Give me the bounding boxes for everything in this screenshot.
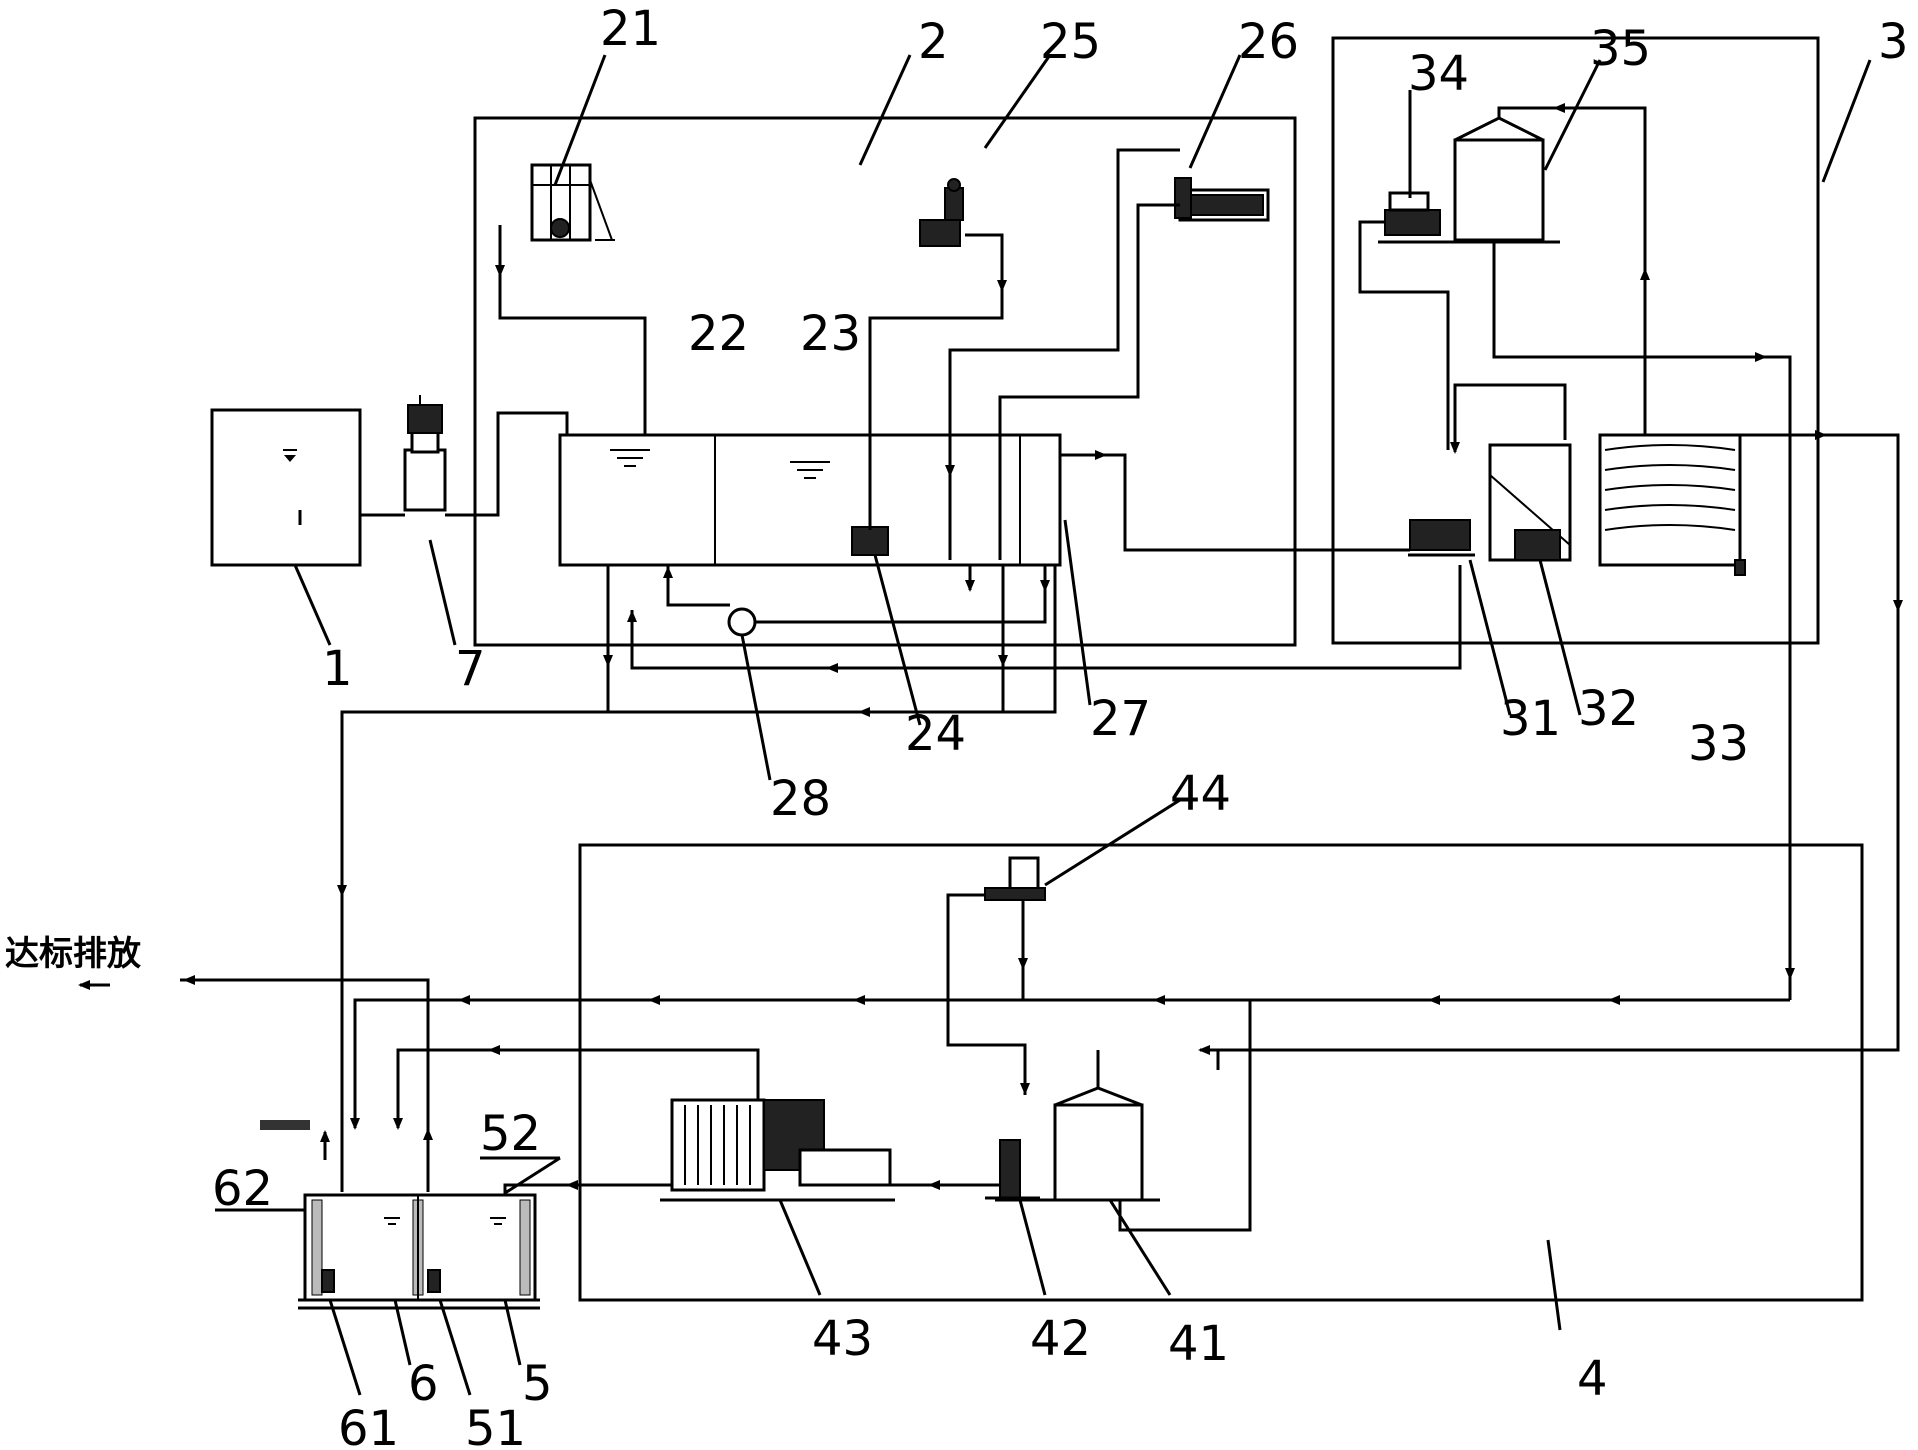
pump-34 (1384, 191, 1441, 236)
pipe-35-down (1492, 242, 1792, 430)
pipe-main-return (353, 998, 1790, 1125)
label-43: 43 (812, 1311, 873, 1367)
leader-lines (293, 54, 1872, 1396)
label-24: 24 (905, 706, 966, 762)
label-23: 23 (800, 306, 861, 362)
label-25: 25 (1040, 14, 1101, 70)
pipe-21-to-tank (498, 225, 647, 435)
label-44: 44 (1170, 766, 1231, 822)
label-1: 1 (322, 641, 353, 697)
pipe-34-loop (1358, 220, 1450, 450)
ro-unit-43 (660, 1098, 895, 1202)
pump-25 (919, 178, 964, 247)
label-28: 28 (770, 771, 831, 827)
pipe-pump7-to-tank (445, 411, 569, 517)
lift-pump-7 (403, 395, 447, 512)
pipe-31-loop (1453, 383, 1567, 450)
label-7: 7 (455, 641, 486, 697)
pipe-sludge-out (606, 565, 1057, 714)
label-35: 35 (1590, 21, 1651, 77)
pipe-to-tank6 (340, 710, 608, 1192)
discharge-label: 达标排放 (5, 934, 141, 974)
label-42: 42 (1030, 1311, 1091, 1367)
label-33: 33 (1688, 716, 1749, 772)
label-26: 26 (1238, 14, 1299, 70)
label-6: 6 (408, 1356, 439, 1412)
label-61: 61 (338, 1401, 399, 1450)
zone-3-boundary (1331, 36, 1820, 645)
label-4: 4 (1577, 1351, 1608, 1407)
label-5: 5 (522, 1356, 553, 1412)
reaction-tank (558, 433, 1062, 567)
label-2: 2 (918, 14, 949, 70)
pipe-26-loop (948, 148, 1180, 560)
filter-unit-32 (1488, 443, 1572, 562)
label-31: 31 (1500, 691, 1561, 747)
pipe-25-out (868, 233, 1004, 530)
pump-42 (985, 1139, 1040, 1201)
zone-4-boundary (578, 843, 1864, 1302)
zone-2-boundary (473, 116, 1297, 647)
heat-exchanger-33 (1598, 433, 1746, 576)
label-52: 52 (480, 1106, 541, 1162)
circulation-pump-28 (727, 607, 757, 637)
label-41: 41 (1168, 1316, 1229, 1372)
pipe-44-loop (946, 893, 1027, 1095)
dosing-device-21 (530, 163, 615, 242)
label-21: 21 (600, 1, 661, 57)
label-51: 51 (465, 1401, 526, 1450)
label-27: 27 (1090, 691, 1151, 747)
pipe-discharge (180, 978, 430, 1192)
label-32: 32 (1578, 681, 1639, 737)
raw-water-tank (210, 408, 362, 567)
pipe-43-top (396, 1048, 760, 1125)
label-22: 22 (688, 306, 749, 362)
label-3: 3 (1878, 14, 1909, 70)
pool-6-and-5 (260, 1120, 561, 1310)
pipe-28-to-tank (666, 565, 730, 607)
membrane-unit-35 (1378, 116, 1560, 244)
pump-31 (1408, 519, 1475, 557)
pipe-26-return (998, 203, 1180, 560)
label-62: 62 (212, 1161, 273, 1217)
dosing-tank-44 (984, 856, 1046, 901)
label-34: 34 (1408, 46, 1469, 102)
pump-26 (1174, 177, 1270, 222)
pipe-tank-to-zone3 (1060, 453, 1410, 552)
tank-41 (995, 1086, 1160, 1202)
